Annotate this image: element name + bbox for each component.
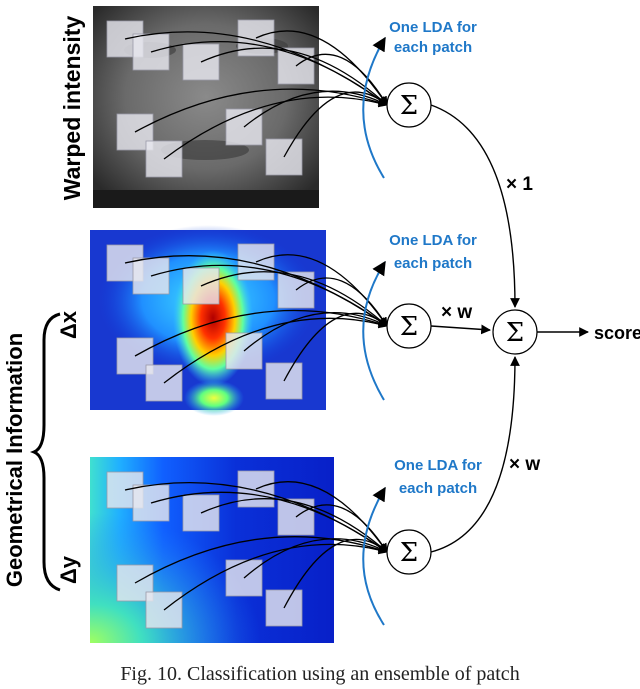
label-geometrical-information: Geometrical Information [2,333,27,587]
patch-arrow-row2-3 [200,271,388,327]
patch-arrow-row2-2 [150,264,388,327]
lda-arc-2 [362,260,386,401]
lda-row1-line1: One LDA for [389,19,477,36]
sum-connections [430,104,589,553]
lda-row3-line2: each patch [399,480,477,497]
patch-arrow-row1-7 [163,96,388,160]
sum-symbol-row2: Σ [400,312,418,342]
patch-arrow-row1-9 [283,91,388,158]
connection-row2 [430,324,491,335]
patch-arrow-group [124,30,388,611]
lda-arc-1 [362,36,386,179]
patch-arrow-row2-4 [255,254,388,327]
patch-arrow-row1-5 [295,53,388,106]
patch-arrow-row3-5 [295,504,388,553]
sum-symbol-row1: Σ [400,91,418,121]
lda-row2-line2: each patch [394,255,472,272]
patch-arrow-row3-6 [134,536,388,584]
weight-row3: × w [509,454,540,475]
patch-arrow-row3-3 [200,498,388,553]
label-warped-intensity: Warped intensity [59,16,85,201]
patch-arrow-row1-8 [243,90,388,128]
patch-arrow-row1-4 [255,30,388,106]
sum-symbol-row3: Σ [400,538,418,568]
patch-arrow-row3-8 [243,538,388,579]
patch-arrow-row3-7 [163,543,388,611]
patch-arrow-row2-5 [295,277,388,327]
lda-arcs [362,36,386,626]
sum-symbol-final: Σ [506,318,524,348]
patch-arrow-row1-2 [150,40,388,106]
patch-arrow-row2-7 [163,317,388,384]
weight-row2: × w [441,302,472,323]
label-delta-y: Δy [56,555,81,584]
lda-row3-line1: One LDA for [394,457,482,474]
connection-row3 [430,356,520,553]
group-brace [29,312,61,592]
patch-arrow-row3-9 [283,538,388,609]
patch-arrow-row1-6 [134,88,388,133]
patch-arrow-row2-8 [243,312,388,352]
figure-caption: Fig. 10. Classification using an ensembl… [120,663,520,685]
connection-row1 [430,104,520,308]
patch-arrow-row1-3 [200,47,388,106]
patch-arrow-row2-6 [134,309,388,357]
patch-arrow-row2-9 [283,312,388,382]
lda-arc-3 [362,486,386,626]
sum-nodes [386,82,538,575]
weight-row1: × 1 [506,174,533,195]
output-score-label: score [594,323,640,343]
lda-row1-line2: each patch [394,39,472,56]
lda-row2-line1: One LDA for [389,232,477,249]
patch-arrow-row3-2 [150,491,388,553]
